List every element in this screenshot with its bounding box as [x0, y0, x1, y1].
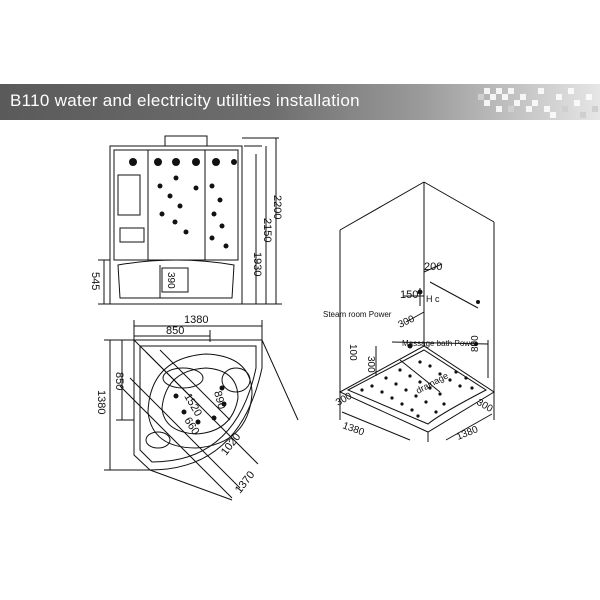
iso-massage-label: Massage bath Power	[402, 339, 477, 348]
front-dim-2200: 2200	[271, 195, 283, 219]
iso-dim-300-vert: 300	[365, 356, 376, 373]
page-title: B110 water and electricity utilities ins…	[10, 91, 360, 110]
plan-dim-1520: 1520	[181, 392, 204, 419]
iso-hc-label: H c	[426, 294, 440, 304]
iso-floor-texture	[360, 289, 480, 418]
front-dim-2150: 2150	[261, 218, 273, 242]
plan-view	[104, 320, 299, 501]
iso-dim-800: 800	[470, 335, 481, 352]
plan-dim-1370: 1370	[233, 469, 258, 496]
iso-dim-1380-left: 1380	[341, 420, 366, 438]
iso-dim-150: 150	[400, 289, 418, 301]
iso-dim-300-left: 300	[334, 391, 354, 409]
iso-steam-label: Steam room Power	[323, 310, 392, 319]
iso-dim-300-right: 300	[475, 397, 495, 415]
plan-dim-890: 890	[211, 390, 227, 411]
plan-dim-top-1380: 1380	[184, 314, 208, 326]
plan-dim-1020: 1020	[219, 431, 244, 458]
jet-nozzles	[129, 158, 237, 249]
iso-view	[338, 181, 495, 442]
front-dim-390: 390	[165, 272, 176, 289]
pixel-pattern-decoration	[478, 88, 598, 118]
plan-dim-top-850: 850	[166, 325, 184, 337]
front-dim-1930: 1930	[251, 252, 263, 276]
iso-drainage-label: drainage	[414, 370, 450, 395]
iso-dim-1380-right: 1380	[455, 424, 480, 443]
plan-jets	[173, 385, 227, 425]
plan-dim-left-850: 850	[113, 372, 125, 390]
iso-dim-100: 100	[347, 344, 358, 361]
front-view	[98, 135, 282, 305]
front-dim-545: 545	[89, 272, 101, 290]
iso-dim-300-mid: 300	[397, 314, 417, 331]
plan-dim-left-1380: 1380	[95, 390, 107, 414]
iso-dim-200: 200	[424, 261, 442, 273]
